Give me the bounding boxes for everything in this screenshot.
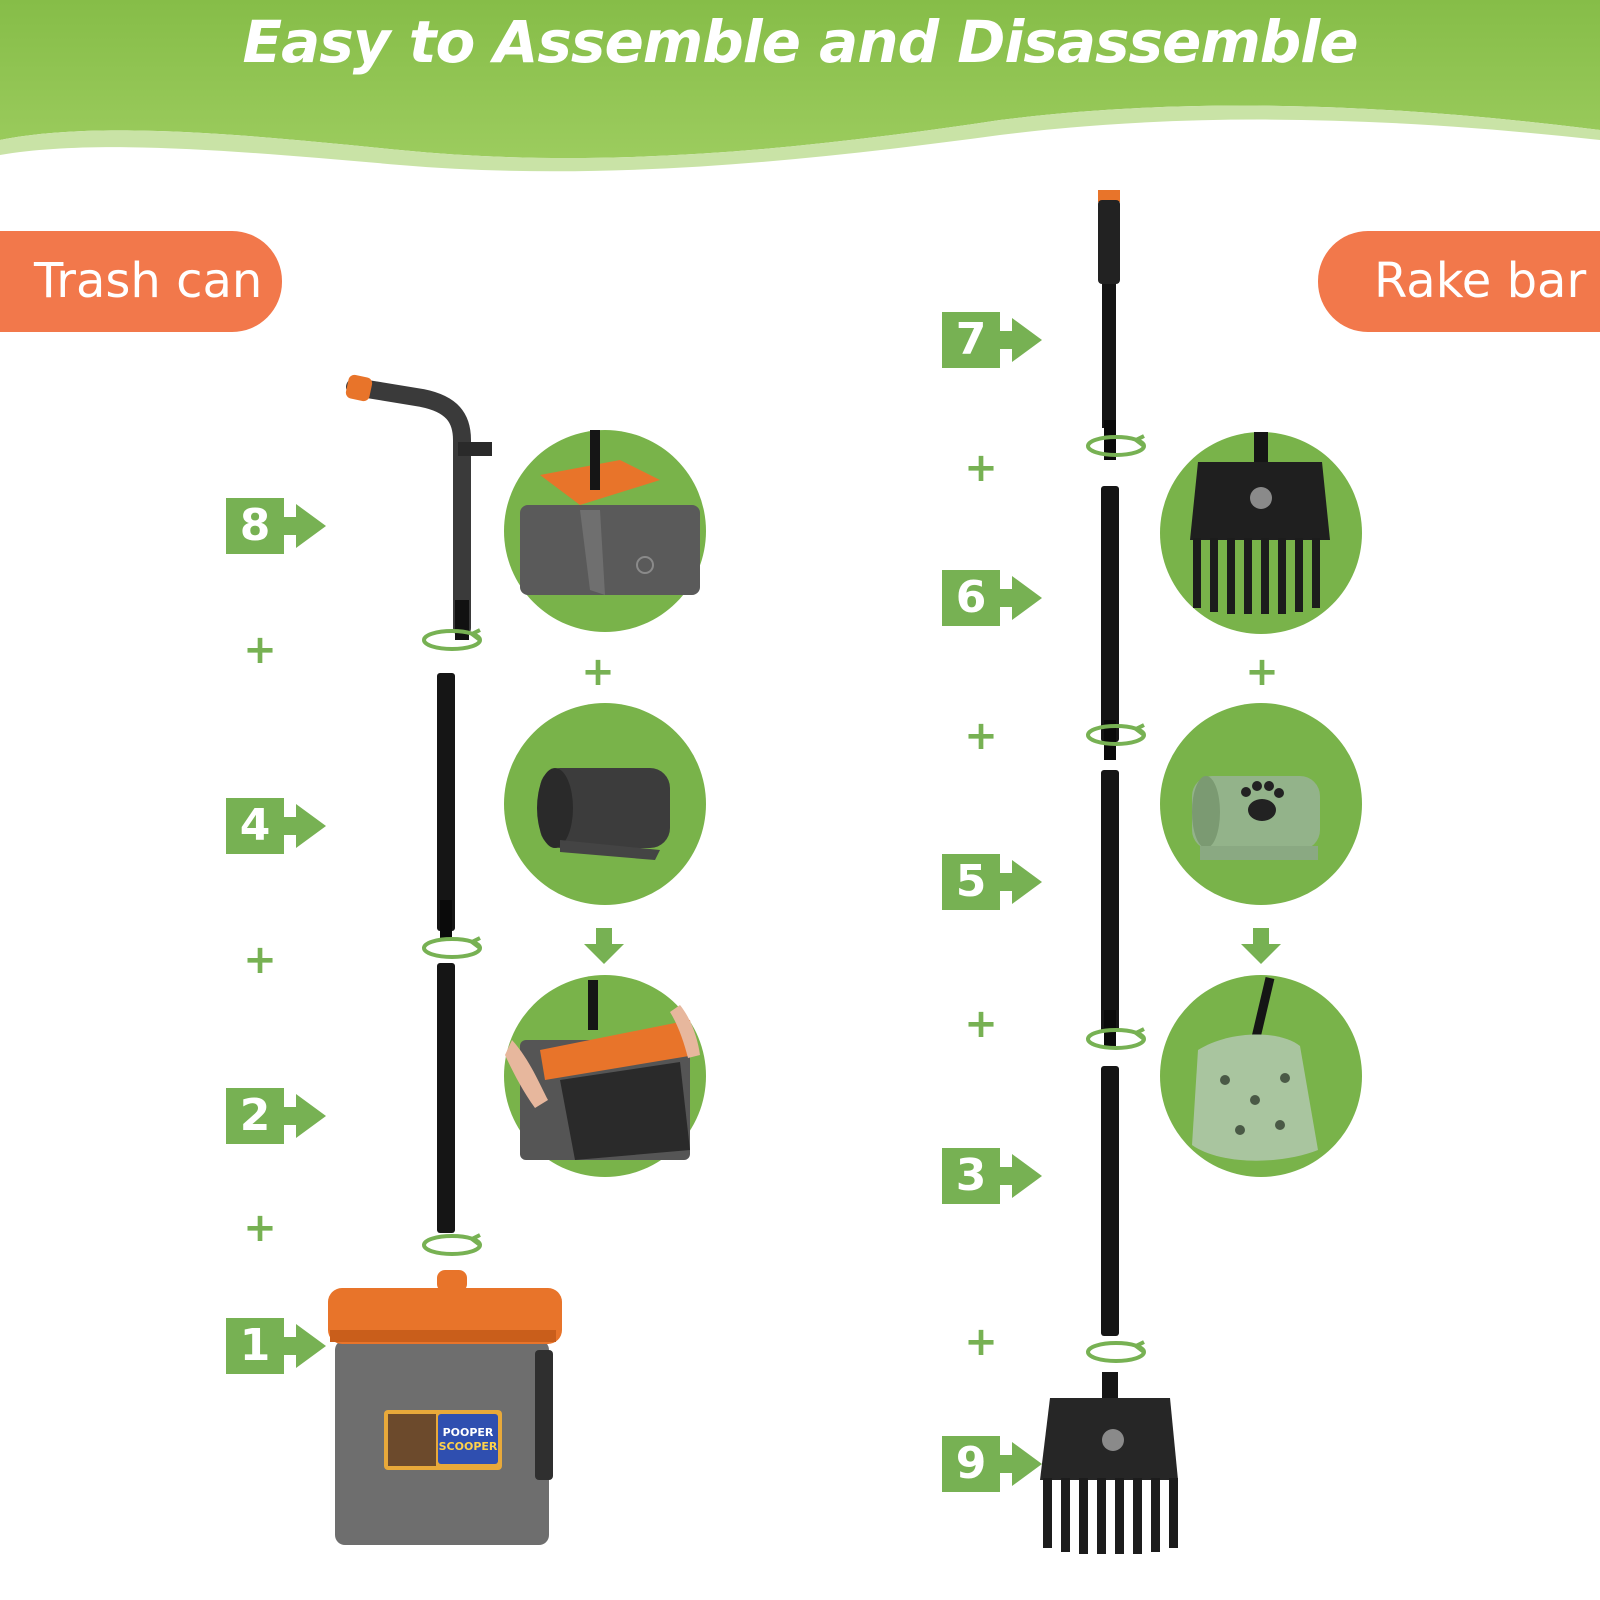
step-number: 9	[942, 1436, 1000, 1492]
step-arrow-stem	[1000, 1455, 1014, 1473]
step-arrow-stem	[284, 1107, 298, 1125]
page-title: Easy to Assemble and Disassemble	[242, 8, 1358, 76]
twist-lock-icon	[1086, 1340, 1146, 1363]
plus-sign: +	[964, 445, 998, 491]
arrow-right-icon	[1012, 860, 1042, 904]
twist-lock-icon	[1086, 434, 1146, 457]
detail-circle-rake-head	[1160, 432, 1362, 634]
product-label-line2: SCOOPER	[439, 1440, 498, 1453]
plus-sign: +	[1245, 649, 1279, 695]
trash-can-handle-piece	[345, 374, 492, 640]
section-label-rake-bar: Rake bar	[1318, 231, 1600, 332]
rake-handle-piece	[1098, 190, 1120, 460]
step-number: 5	[942, 854, 1000, 910]
paw-print-icon	[1241, 781, 1284, 821]
rake-head	[1040, 1372, 1178, 1554]
step-arrow-stem	[1000, 1167, 1014, 1185]
section-label-trash-can: Trash can	[0, 231, 282, 332]
arrow-right-icon	[1012, 1442, 1042, 1486]
plus-sign: +	[964, 1319, 998, 1365]
detail-circle-filled-bag	[1160, 975, 1362, 1177]
plus-sign: +	[243, 1205, 277, 1251]
detail-circle-lid-hinge	[504, 430, 706, 632]
plus-sign: +	[243, 627, 277, 673]
step-arrow-stem	[1000, 331, 1014, 349]
plus-sign: +	[243, 937, 277, 983]
twist-lock-icon	[422, 1233, 482, 1256]
twist-lock-icon	[422, 936, 482, 959]
detail-circle-trash-bag-roll	[504, 703, 706, 905]
step-number: 4	[226, 798, 284, 854]
step-number: 6	[942, 570, 1000, 626]
trash-can-pole-segments	[437, 673, 455, 1233]
step-arrow-stem	[284, 1337, 298, 1355]
arrow-right-icon	[1012, 576, 1042, 620]
step-number: 7	[942, 312, 1000, 368]
twist-lock-icon	[1086, 723, 1146, 746]
detail-circle-poop-bag-roll	[1160, 703, 1362, 905]
step-arrow-stem	[284, 517, 298, 535]
arrow-right-icon	[296, 504, 326, 548]
plus-sign: +	[964, 1001, 998, 1047]
step-number: 1	[226, 1318, 284, 1374]
arrow-down-icon	[584, 928, 624, 964]
step-number: 8	[226, 498, 284, 554]
step-number: 2	[226, 1088, 284, 1144]
arrow-right-icon	[1012, 1154, 1042, 1198]
plus-sign: +	[581, 649, 615, 695]
trash-bin	[328, 1270, 562, 1545]
step-arrow-stem	[1000, 873, 1014, 891]
step-number: 3	[942, 1148, 1000, 1204]
product-label-line1: POOPER	[443, 1426, 494, 1439]
plus-sign: +	[964, 713, 998, 759]
arrow-right-icon	[296, 1324, 326, 1368]
banner-background	[0, 0, 1600, 172]
twist-lock-icon	[1086, 1027, 1146, 1050]
arrow-right-icon	[1012, 318, 1042, 362]
twist-lock-icon	[422, 628, 482, 651]
step-arrow-stem	[1000, 589, 1014, 607]
arrow-right-icon	[296, 1094, 326, 1138]
step-arrow-stem	[284, 817, 298, 835]
arrow-down-icon	[1241, 928, 1281, 964]
arrow-right-icon	[296, 804, 326, 848]
rake-pole-segments	[1101, 486, 1119, 1336]
detail-circle-bag-install	[504, 975, 706, 1177]
